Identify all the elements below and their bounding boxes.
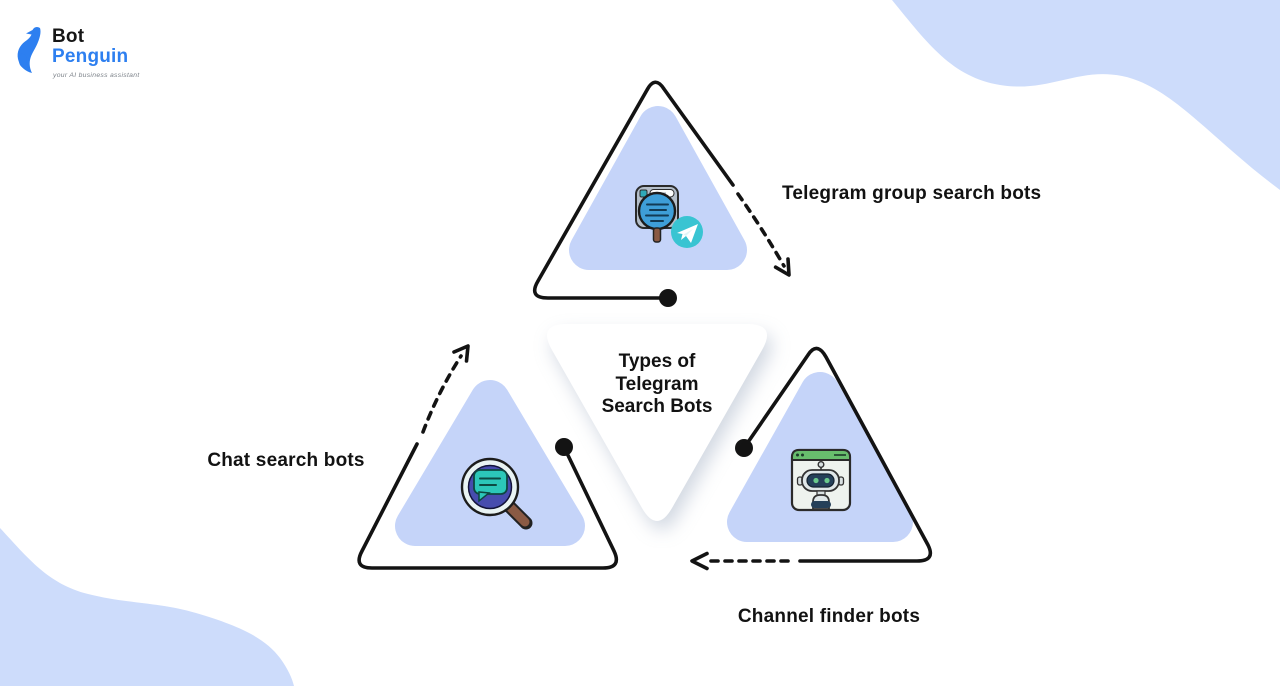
label-channel-finder-bots: Channel finder bots [737, 606, 921, 627]
botpenguin-logo: Bot Penguin your AI business assistant [14, 24, 194, 86]
left-triangle-outline [357, 442, 619, 570]
left-arrowhead-icon [452, 344, 470, 363]
top-arrowhead-icon [773, 257, 791, 277]
top-triangle-outline [532, 80, 735, 300]
center-title-line-3: Search Bots [601, 396, 713, 417]
top-to-right-dashed-arrow [736, 192, 786, 268]
left-to-top-dashed-arrow [421, 354, 463, 434]
chat-magnifier-icon [460, 457, 533, 530]
browser-search-telegram-icon [635, 185, 703, 248]
center-title-line-1: Types of [618, 351, 696, 372]
right-connector-dot [735, 439, 753, 457]
label-telegram-group-search-bots: Telegram group search bots [782, 183, 1042, 204]
brand-name-top: Bot [52, 26, 85, 47]
robot-browser-icon [790, 448, 852, 512]
right-triangle-outline [742, 346, 933, 563]
brand-name-bottom: Penguin [52, 46, 129, 67]
label-chat-search-bots: Chat search bots [207, 450, 365, 471]
brand-tagline: your AI business assistant [53, 72, 140, 79]
center-title: Types of Telegram Search Bots [557, 351, 757, 419]
decor-blob-bottom-left [0, 528, 294, 686]
penguin-icon [17, 26, 41, 74]
center-triangle [547, 324, 767, 521]
decor-blob-top-right [892, 0, 1280, 190]
right-arrowhead-icon [690, 551, 709, 571]
left-connector-dot [555, 438, 573, 456]
center-title-line-2: Telegram [615, 373, 699, 395]
telegram-badge-icon [671, 216, 703, 248]
top-connector-dot [659, 289, 677, 307]
